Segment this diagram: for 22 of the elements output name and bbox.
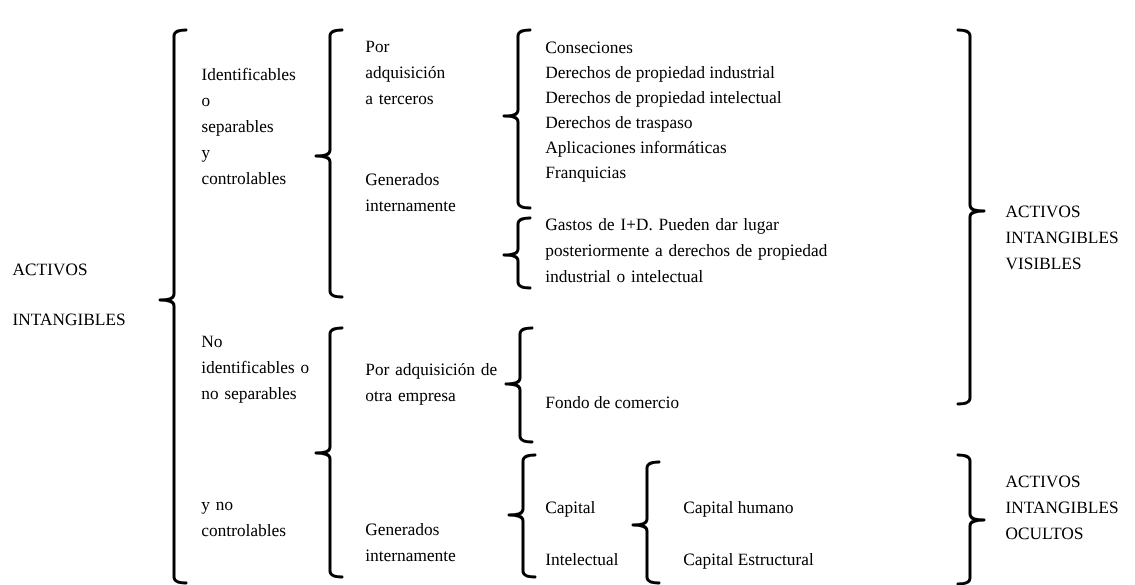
category-label: Por adquisición a terceros: [365, 40, 445, 105]
category-label: Derechos de traspaso: [545, 115, 692, 132]
category-label: ACTIVOS INTANGIBLES VISIBLES: [1005, 205, 1118, 270]
category-label: Derechos de propiedad intelectual: [545, 90, 782, 107]
category-label: ACTIVOS INTANGIBLES OCULTOS: [1005, 475, 1118, 540]
category-label: Generados internamente: [365, 172, 456, 212]
category-label: Capital: [546, 500, 595, 517]
category-label: No identificables o no separables: [201, 335, 309, 403]
category-label: Conseciones: [546, 41, 633, 54]
category-label: Capital humano: [684, 500, 793, 517]
category-label: Derechos de propiedad industrial: [545, 65, 775, 82]
category-label: Identificables o separables y controlables: [201, 67, 296, 185]
category-label: Fondo de comercio: [545, 395, 679, 409]
category-label: Aplicaciones informáticas: [545, 140, 727, 157]
category-label: Capital Estructural: [684, 552, 814, 569]
category-label: Generados internamente: [365, 522, 456, 562]
category-label: y no controlables: [201, 501, 286, 537]
category-label: Franquicias: [545, 166, 626, 182]
category-label: Intelectual: [545, 552, 619, 566]
category-label: ACTIVOS INTANGIBLES: [12, 263, 125, 326]
category-label: Gastos de I+D. Pueden dar lugar posteriormente a derechos de propiedad industrial o intelectual: [545, 217, 828, 283]
category-label: Por adquisición de otra empresa: [365, 362, 497, 405]
